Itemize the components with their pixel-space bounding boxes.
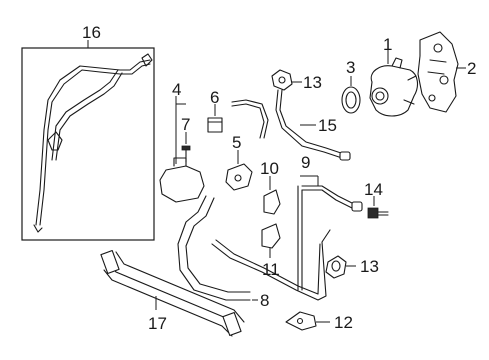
hose-part-8 [177,195,331,301]
bracket-part-10 [263,176,281,215]
callout-3: 3 [346,58,355,77]
bolt-part-7 [181,132,191,163]
callout-labels: 16 1 2 3 13 4 6 15 7 5 9 10 14 13 11 8 1… [82,23,476,333]
cap-part-6 [207,104,223,133]
pulley-part-3 [341,76,361,114]
inset-box-cooler-lines [21,40,155,241]
pressure-line-part-15 [231,89,351,161]
callout-13-upper: 13 [303,73,322,92]
bracket-part-2 [417,31,466,113]
callout-6: 6 [210,88,219,107]
callout-7: 7 [181,115,190,134]
bolt-part-14 [367,196,389,219]
callout-2: 2 [467,59,476,78]
callout-5: 5 [232,133,241,152]
callout-10: 10 [260,159,279,178]
callout-4: 4 [172,80,181,99]
callout-13-lower: 13 [360,257,379,276]
reservoir-part-4 [159,96,205,203]
callout-8: 8 [260,291,269,310]
bracket-part-12 [285,311,330,331]
callout-12: 12 [334,313,353,332]
bracket-part-5 [225,150,253,191]
return-line-part-9 [297,175,363,291]
callout-14: 14 [364,180,383,199]
cooler-part-17 [100,250,245,337]
callout-1: 1 [383,35,392,54]
clamp-part-13-upper [271,69,302,91]
callout-17: 17 [148,314,167,333]
callout-15: 15 [318,116,337,135]
callout-9: 9 [301,153,310,172]
callout-16: 16 [82,23,101,42]
callout-11: 11 [262,260,280,279]
pump-part-1 [369,50,419,117]
bracket-part-11 [261,223,281,258]
grommet-part-13-lower [325,255,356,279]
